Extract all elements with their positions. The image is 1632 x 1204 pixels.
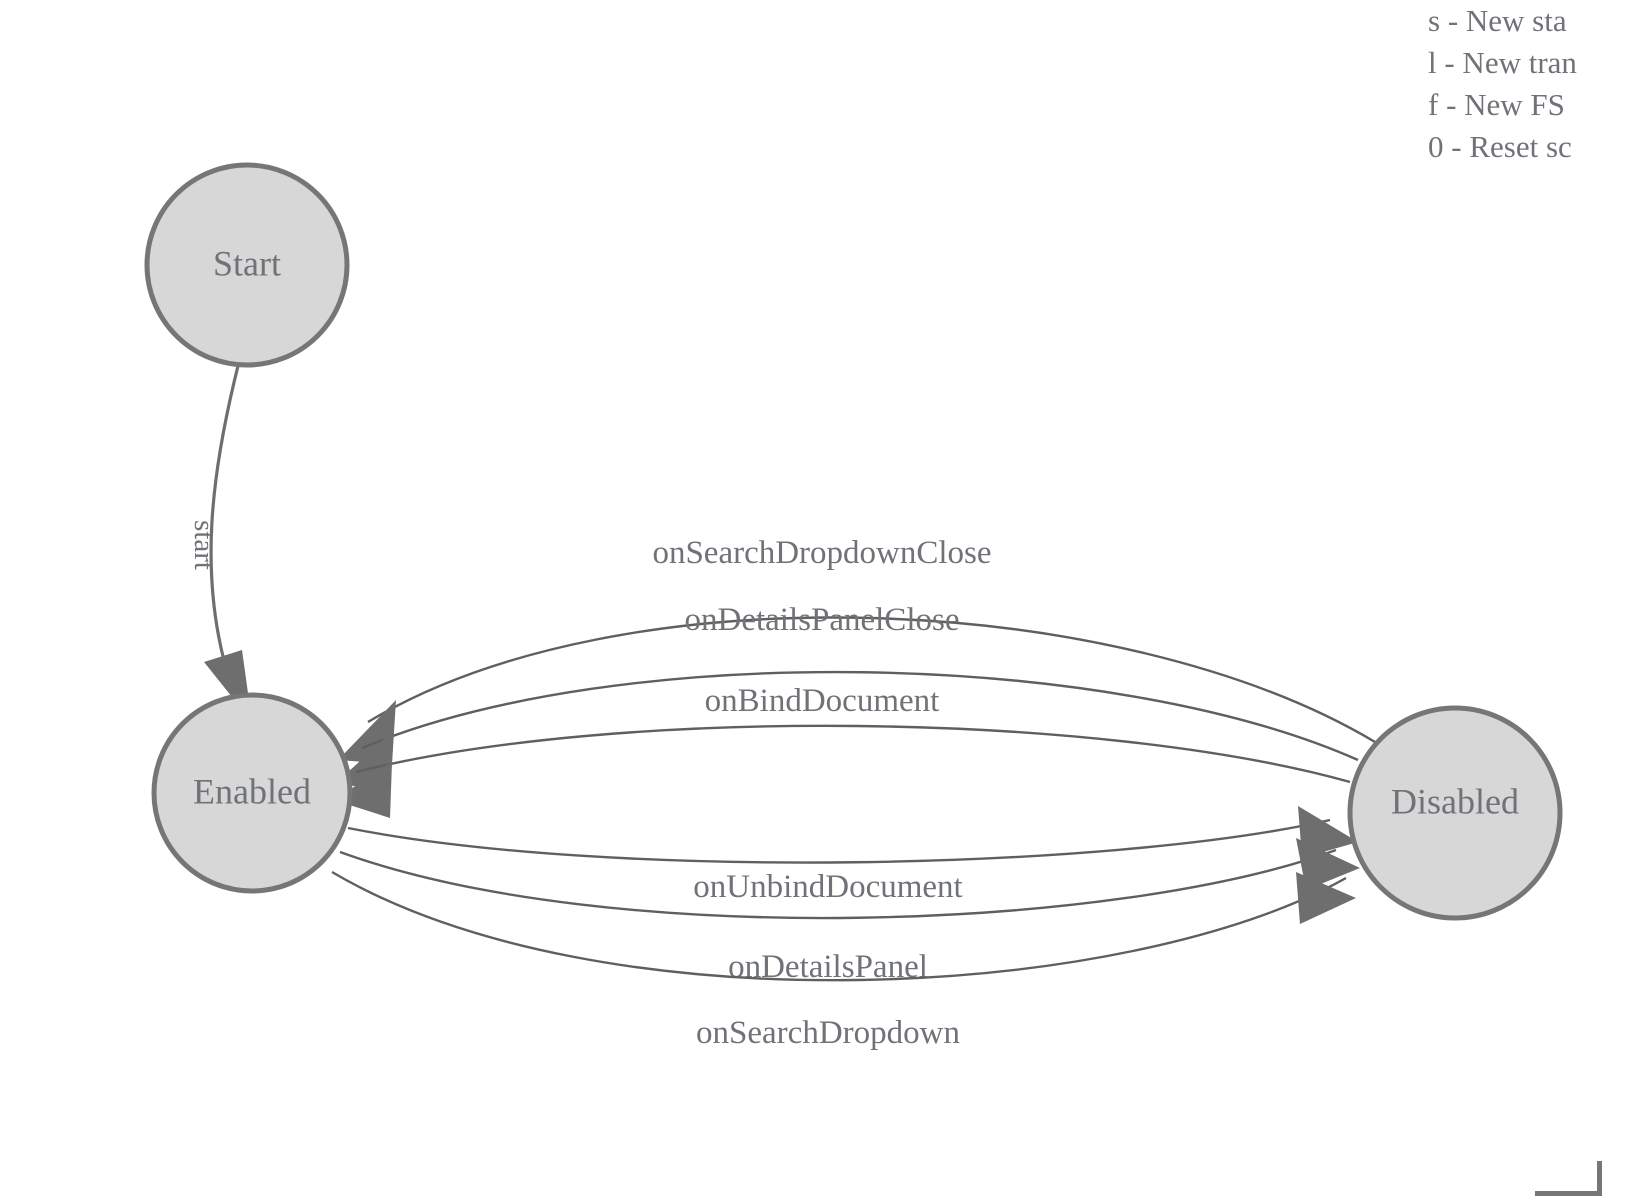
- resize-handle-icon[interactable]: [1535, 1161, 1602, 1196]
- state-node-enabled[interactable]: Enabled: [151, 692, 353, 894]
- edge-line-ondetailspanelclose: [361, 670, 1359, 762]
- edge-line-ondetailspanel: [339, 848, 1337, 920]
- transition-enabled-to-disabled-onsearchdropdown[interactable]: onSearchDropdown: [331, 870, 1356, 1051]
- legend-line-new-transition: l - New tran: [1428, 45, 1577, 80]
- state-node-start[interactable]: Start: [144, 162, 350, 368]
- state-node-disabled[interactable]: Disabled: [1347, 705, 1563, 921]
- edge-label-onsearchdropdownclose: onSearchDropdownClose: [652, 535, 991, 571]
- edge-label-ondetailspanelclose: onDetailsPanelClose: [685, 602, 960, 638]
- transition-disabled-to-enabled-onsearchdropdownclose[interactable]: onSearchDropdownClose: [338, 535, 1376, 764]
- legend-line-new-state: s - New sta: [1428, 3, 1567, 38]
- state-label-enabled: Enabled: [193, 771, 311, 811]
- arrow-head-onsearchdropdown: [1296, 872, 1356, 924]
- state-circle-enabled[interactable]: [151, 692, 353, 894]
- arrow-head-onunbinddocument: [1298, 806, 1358, 858]
- shortcut-legend: s - New sta l - New tran f - New FS 0 - …: [1428, 0, 1632, 168]
- edge-line-onsearchdropdown: [331, 870, 1347, 982]
- edge-label-onbinddocument: onBindDocument: [705, 683, 940, 719]
- edge-label-start: start: [188, 520, 220, 570]
- state-circle-start[interactable]: [144, 162, 350, 368]
- edge-line-start: [209, 365, 240, 689]
- transition-start-to-enabled[interactable]: start: [188, 365, 252, 722]
- edge-line-onsearchdropdownclose: [367, 616, 1376, 744]
- state-label-disabled: Disabled: [1391, 781, 1519, 821]
- transition-enabled-to-disabled-onunbinddocument[interactable]: onUnbindDocument: [347, 806, 1358, 905]
- state-label-start: Start: [213, 243, 281, 283]
- arrow-head-ondetailspanel: [1296, 838, 1360, 890]
- edge-label-onunbinddocument: onUnbindDocument: [693, 869, 962, 905]
- edge-label-onsearchdropdown: onSearchDropdown: [696, 1015, 960, 1051]
- legend-line-reset: 0 - Reset sc: [1428, 129, 1572, 164]
- transition-enabled-to-disabled-ondetailspanel[interactable]: onDetailsPanel: [339, 838, 1360, 985]
- edge-line-onbinddocument: [355, 724, 1351, 784]
- edge-line-onunbinddocument: [347, 818, 1331, 864]
- transition-disabled-to-enabled-onbinddocument[interactable]: onBindDocument: [334, 683, 1351, 818]
- state-circle-disabled[interactable]: [1347, 705, 1563, 921]
- legend-line-new-fsm: f - New FS: [1428, 87, 1565, 122]
